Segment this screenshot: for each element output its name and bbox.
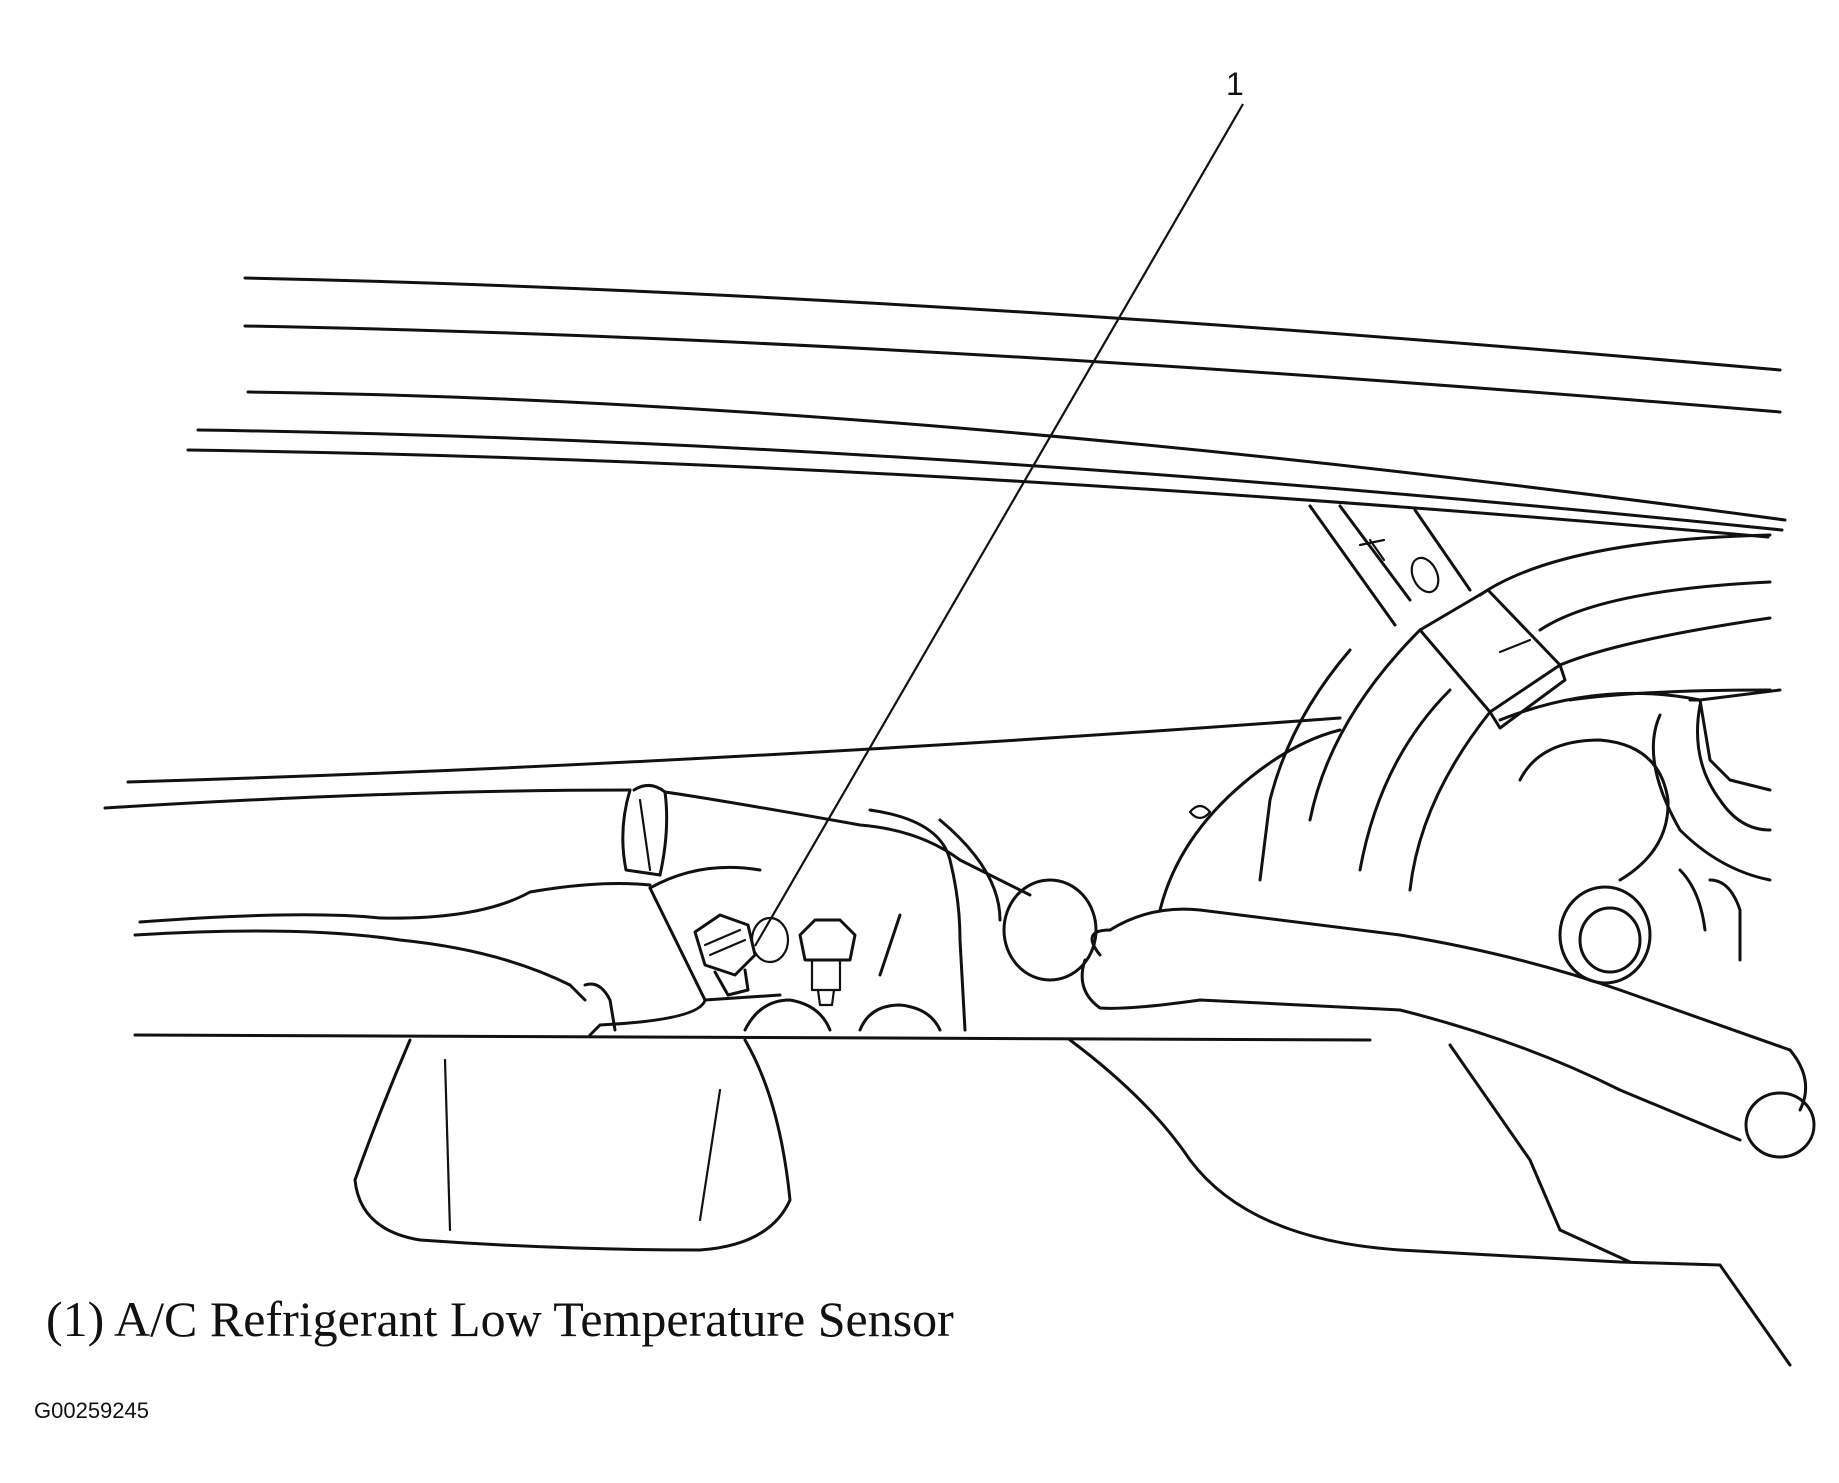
left-hose xyxy=(103,716,1342,1032)
lower-frame xyxy=(133,1033,1792,1367)
sensor-mount-block xyxy=(588,808,1002,1037)
right-hoses xyxy=(1258,533,1772,892)
figure-caption: (1) A/C Refrigerant Low Temperature Sens… xyxy=(46,1291,954,1347)
callout-leader-line xyxy=(754,103,1244,947)
low-temperature-sensor xyxy=(693,913,790,997)
service-valve xyxy=(798,918,857,1007)
hose-clamp xyxy=(1418,588,1567,730)
compressor-body xyxy=(1158,688,1782,985)
upper-rails xyxy=(186,276,1787,539)
figure-id: G00259245 xyxy=(34,1398,149,1423)
callout-number-1: 1 xyxy=(1226,66,1244,102)
lower-pipe xyxy=(1002,878,1816,1159)
upper-right-bracket xyxy=(1308,504,1472,627)
